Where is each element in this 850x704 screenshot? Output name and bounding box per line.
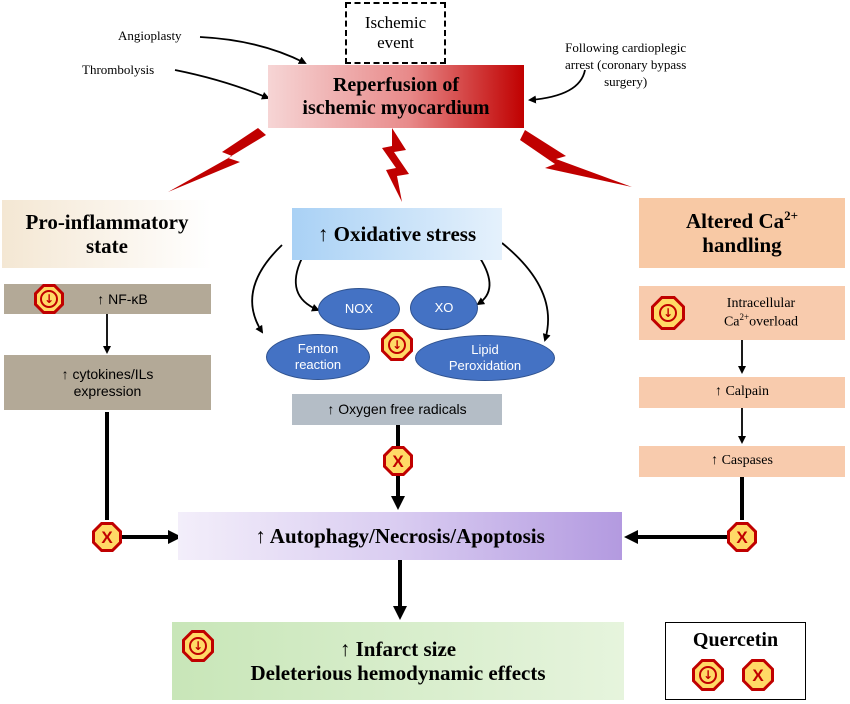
caspases-label: ↑ Caspases xyxy=(711,453,773,469)
lipid-line-1: Lipid xyxy=(471,341,499,357)
cardioplegic-line-2: arrest (coronary bypass xyxy=(565,56,687,72)
pro-inflammatory-line-1: Pro-inflammatory xyxy=(25,209,189,234)
calpain-box: ↑ Calpain xyxy=(639,377,845,408)
x-icon: X xyxy=(752,665,764,685)
down-arrow-circle-icon: ↓ xyxy=(189,637,207,655)
oxidative-to-xo-arrow xyxy=(476,257,491,306)
cytokines-line-1: ↑ cytokines/ILs xyxy=(61,366,154,383)
oxidative-stress-label: ↑ Oxidative stress xyxy=(317,221,477,246)
thrombolysis-label: Thrombolysis xyxy=(82,62,155,77)
intracellular-line-2: Ca2+overload xyxy=(723,311,799,330)
altered-ca-line-2: handling xyxy=(702,233,782,257)
cytokines-line-2: expression xyxy=(73,382,142,399)
legend-inhibit-marker: ↓ xyxy=(692,659,724,691)
quercetin-inhibit-marker: ↓ xyxy=(381,329,413,361)
lightning-bolt-icon xyxy=(520,130,632,187)
autophagy-box: ↑ Autophagy/Necrosis/Apoptosis xyxy=(178,512,622,560)
cardioplegic-line-3: surgery) xyxy=(604,73,648,89)
reperfusion-box: Reperfusion of ischemic myocardium xyxy=(268,65,524,128)
deleterious-label: Deleterious hemodynamic effects xyxy=(250,661,546,685)
intracellular-line-1: Intracellular xyxy=(726,295,796,311)
oxygen-radicals-label: ↑ Oxygen free radicals xyxy=(327,401,467,418)
down-arrow-circle-icon: ↓ xyxy=(699,666,717,684)
x-icon: X xyxy=(101,527,113,547)
down-arrow-circle-icon: ↓ xyxy=(388,336,406,354)
fenton-line-2: reaction xyxy=(294,357,342,372)
autophagy-label: ↑ Autophagy/Necrosis/Apoptosis xyxy=(255,523,545,548)
lightning-bolt-icon xyxy=(382,128,409,202)
oxidative-to-fenton-arrow xyxy=(251,244,283,334)
x-icon: X xyxy=(736,527,748,547)
legend-block-marker: X xyxy=(742,659,774,691)
altered-ca-line-1: Altered Ca2+ xyxy=(685,207,799,233)
quercetin-legend: Quercetin ↓ X xyxy=(665,622,806,700)
oxidative-to-nox-arrow xyxy=(294,257,320,312)
xo-label: XO xyxy=(434,299,454,315)
fenton-ellipse: Fenton reaction xyxy=(266,334,370,380)
quercetin-inhibit-marker: ↓ xyxy=(182,630,214,662)
infarct-box: ↑ Infarct size Deleterious hemodynamic e… xyxy=(172,622,624,700)
quercetin-block-marker: X xyxy=(92,522,122,552)
fenton-line-1: Fenton xyxy=(297,340,339,356)
cytokines-box: ↑ cytokines/ILs expression xyxy=(4,355,211,410)
quercetin-block-marker: X xyxy=(383,446,413,476)
x-icon: X xyxy=(392,451,404,471)
ischemic-event-label: Ischemic event xyxy=(364,13,427,52)
calpain-label: ↑ Calpain xyxy=(714,384,770,400)
pro-inflammatory-line-2: state xyxy=(86,234,128,258)
reperfusion-line-1: Reperfusion of xyxy=(332,73,460,96)
oxygen-radicals-box: ↑ Oxygen free radicals xyxy=(292,394,502,425)
legend-title: Quercetin xyxy=(692,629,779,651)
cardioplegic-label: Following cardioplegic arrest (coronary … xyxy=(565,40,686,91)
oxidative-to-lipid-arrow xyxy=(501,242,551,342)
nfkb-label: ↑ NF-κB xyxy=(97,290,148,307)
angioplasty-arrow xyxy=(199,36,307,64)
quercetin-block-marker: X xyxy=(727,522,757,552)
lightning-bolt-icon xyxy=(168,128,266,192)
quercetin-inhibit-marker: ↓ xyxy=(34,284,64,314)
lipid-ellipse: Lipid Peroxidation xyxy=(415,335,555,381)
xo-ellipse: XO xyxy=(410,286,478,330)
lipid-line-2: Peroxidation xyxy=(448,358,522,373)
angioplasty-label: Angioplasty xyxy=(118,28,182,43)
altered-ca-title: Altered Ca2+ handling xyxy=(639,198,845,268)
down-arrow-circle-icon: ↓ xyxy=(40,290,58,308)
pro-inflammatory-title: Pro-inflammatory state xyxy=(2,200,212,268)
nox-label: NOX xyxy=(344,300,374,316)
quercetin-inhibit-marker: ↓ xyxy=(651,296,685,330)
caspases-box: ↑ Caspases xyxy=(639,446,845,477)
cardioplegic-line-1: Following cardioplegic xyxy=(565,40,687,55)
ischemic-event-box: Ischemic event xyxy=(345,2,446,64)
oxidative-stress-box: ↑ Oxidative stress xyxy=(292,208,502,260)
nox-ellipse: NOX xyxy=(318,288,400,330)
cardioplegic-arrow xyxy=(528,69,586,104)
thrombolysis-arrow xyxy=(174,69,270,100)
infarct-label: ↑ Infarct size xyxy=(339,636,457,661)
reperfusion-line-2: ischemic myocardium xyxy=(302,96,490,119)
down-arrow-circle-icon: ↓ xyxy=(659,304,677,322)
